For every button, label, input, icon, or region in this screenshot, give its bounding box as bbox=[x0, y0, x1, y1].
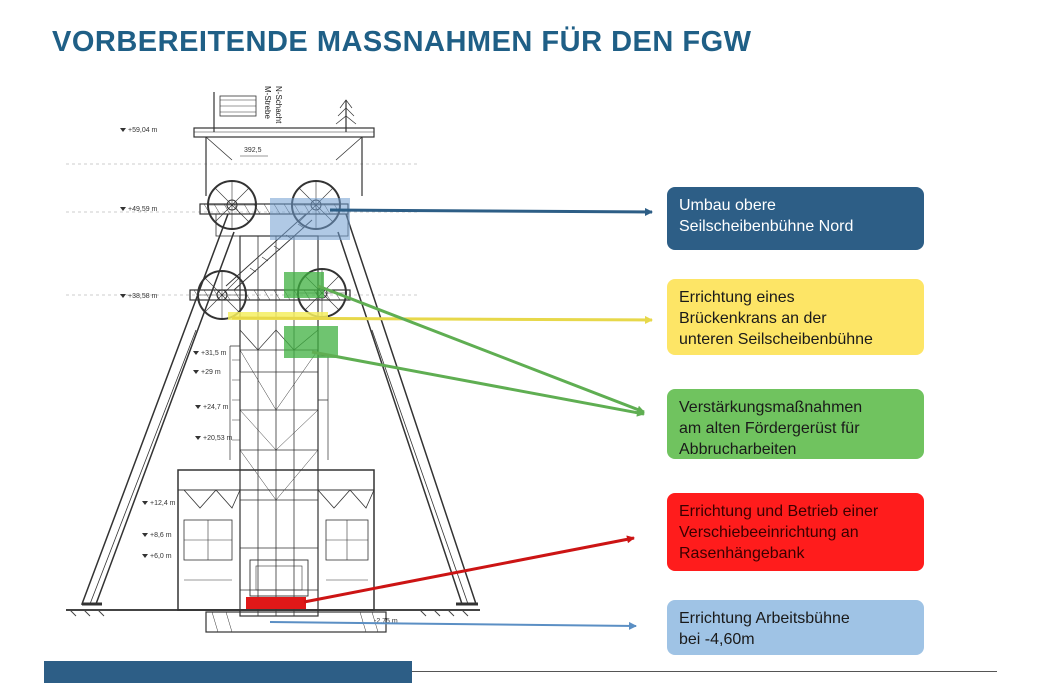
measure-line: Verschiebeeinrichtung an bbox=[679, 524, 859, 541]
vertical-label-shaft: N-Schacht bbox=[274, 86, 283, 124]
measure-line: Abbrucharbeiten bbox=[679, 441, 797, 458]
measure-line: unteren Seilscheibenbühne bbox=[679, 331, 873, 348]
foundation bbox=[205, 611, 387, 633]
measure-line: Errichtung und Betrieb einer bbox=[679, 503, 879, 520]
arrow-work-platform bbox=[269, 621, 637, 630]
footer-line bbox=[412, 671, 997, 672]
level-label-49: +49,59 m bbox=[128, 206, 158, 213]
level-label-24: +24,7 m bbox=[203, 404, 229, 411]
arrow-reinforcement-upper bbox=[317, 284, 645, 414]
highlight-shifting-device bbox=[246, 597, 306, 609]
level-label-38: +38,58 m bbox=[128, 293, 158, 300]
measure-line: Umbau obere bbox=[679, 197, 776, 214]
highlight-reinforcement-upper bbox=[284, 272, 324, 298]
level-label-31: +31,5 m bbox=[201, 350, 227, 357]
measure-line: bei -4,60m bbox=[679, 631, 755, 648]
highlight-reinforcement-lower bbox=[284, 326, 338, 358]
bottom-level-label: -2,75 m bbox=[374, 618, 398, 625]
level-label-8: +8,6 m bbox=[150, 532, 172, 539]
inclined-struts bbox=[80, 213, 478, 606]
arrow-shifting-device bbox=[303, 535, 635, 604]
measure-box-work-platform: Errichtung Arbeitsbühne bei -4,60m bbox=[667, 600, 924, 655]
measure-line: Brückenkrans an der bbox=[679, 310, 827, 327]
measure-line: Verstärkungsmaßnahmen bbox=[679, 399, 863, 416]
arrow-upper-platform bbox=[329, 207, 653, 216]
measure-line: Rasenhängebank bbox=[679, 545, 805, 562]
highlight-crane bbox=[228, 312, 328, 320]
vertical-label-strut: M-Strebe bbox=[263, 86, 272, 119]
page-title: VORBEREITENDE MASSNAHMEN FÜR DEN FGW bbox=[52, 26, 752, 58]
ground-line bbox=[66, 609, 480, 617]
measure-line: am alten Fördergerüst für bbox=[679, 420, 860, 437]
footer-bar bbox=[44, 661, 412, 683]
measure-box-reinforcement: Verstärkungsmaßnahmen am alten Förderger… bbox=[667, 389, 924, 459]
level-label-6: +6,0 m bbox=[150, 553, 172, 560]
machine-house bbox=[177, 469, 375, 611]
measure-box-upper-platform: Umbau obere Seilscheibenbühne Nord bbox=[667, 187, 924, 250]
measure-box-shifting-device: Errichtung und Betrieb einer Verschiebee… bbox=[667, 493, 924, 571]
measure-line: Errichtung eines bbox=[679, 289, 795, 306]
level-label-20: +20,53 m bbox=[203, 435, 233, 442]
measure-line: Seilscheibenbühne Nord bbox=[679, 218, 854, 235]
level-label-59: +59,04 m bbox=[128, 127, 158, 134]
level-markers bbox=[120, 128, 201, 558]
arrow-reinforcement-lower bbox=[311, 350, 645, 417]
measure-line: Errichtung Arbeitsbühne bbox=[679, 610, 850, 627]
dimension-label: 392,5 bbox=[244, 147, 262, 154]
level-label-29: +29 m bbox=[201, 369, 221, 376]
arrow-crane bbox=[231, 315, 653, 324]
measure-box-crane: Errichtung eines Brückenkrans an der unt… bbox=[667, 279, 924, 355]
top-structure bbox=[193, 92, 375, 196]
level-label-12: +12,4 m bbox=[150, 500, 176, 507]
highlight-upper-platform bbox=[270, 198, 350, 240]
